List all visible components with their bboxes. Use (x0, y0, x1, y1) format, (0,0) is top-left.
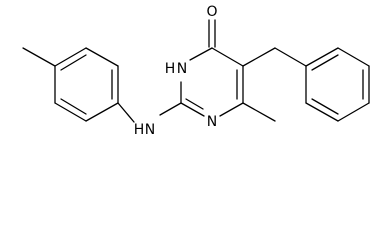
molecule-diagram: O H N N H N (22, 4, 370, 138)
tolyl-inner-3 (60, 98, 87, 115)
bond-ch2-phenyl (274, 47, 307, 67)
phenyl-bond-1 (305, 47, 339, 67)
ring-n-label: N (207, 114, 217, 130)
tolyl-bond-5 (54, 102, 87, 122)
ring-nh-h-label: H (165, 61, 176, 77)
phenyl-inner-1 (311, 54, 339, 71)
bond-c2-nh (159, 102, 182, 116)
phenyl-bond-4 (337, 102, 370, 122)
phenyl-inner-3 (311, 98, 339, 115)
bond-nh-tolyl (117, 102, 135, 123)
tolyl-inner-2 (60, 54, 87, 71)
linker-nh-n-label: N (145, 122, 155, 138)
bond-c5-ch2 (242, 47, 276, 67)
ring-nh-n-label: N (177, 61, 187, 77)
bond-n1-c2-inner (185, 98, 204, 110)
bond-c6-methyl (242, 102, 276, 122)
benzyl-phenyl-ring (305, 47, 370, 122)
tolyl-bond-6 (85, 102, 119, 122)
carbonyl-group (208, 19, 216, 48)
tolyl-bond-2 (85, 47, 119, 67)
bond-n3-c4 (189, 47, 213, 61)
bond-n1-c2 (180, 102, 205, 117)
bond-c6-n1 (219, 102, 244, 117)
bond-c4-c5 (211, 47, 244, 67)
phenyl-bond-5 (305, 102, 339, 122)
linker-nh-h-label: H (134, 122, 145, 138)
bond-tolyl-methyl (22, 47, 56, 67)
phenyl-bond-2 (337, 47, 370, 67)
tolyl-ring (54, 47, 119, 122)
pyrimidinone-ring (180, 47, 244, 117)
oxygen-label: O (206, 4, 217, 20)
tolyl-bond-3 (54, 47, 87, 67)
